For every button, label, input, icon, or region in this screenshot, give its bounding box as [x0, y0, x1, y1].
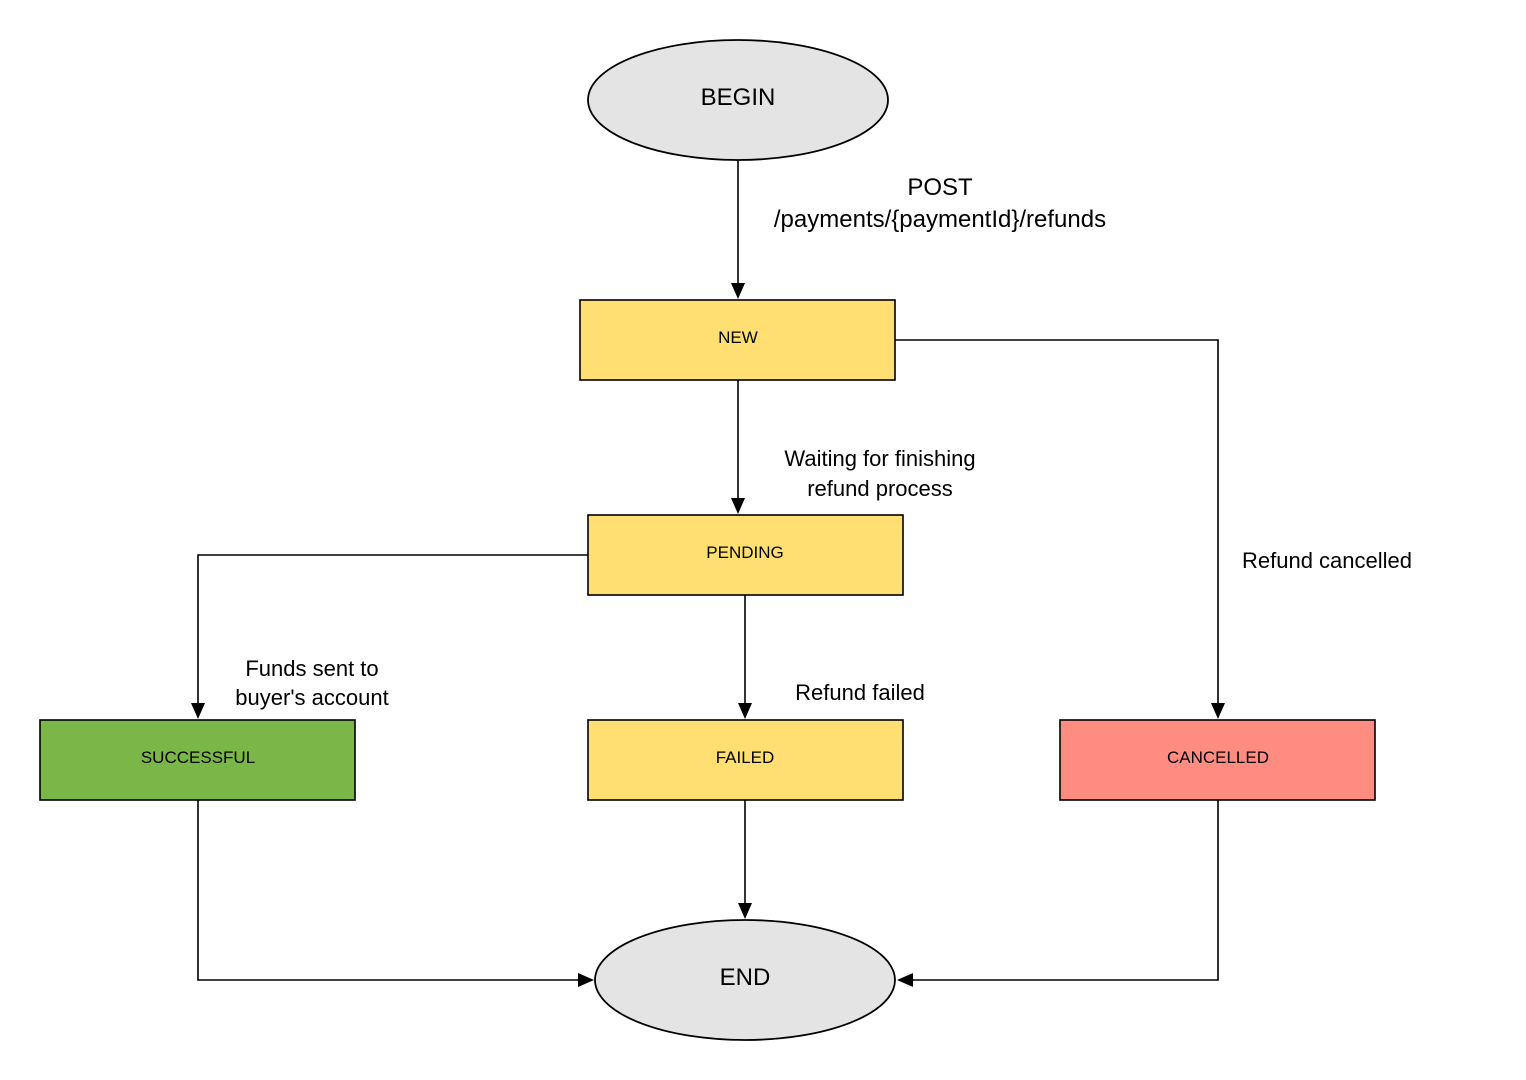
arrowhead-new-top	[731, 283, 745, 299]
node-end: END	[594, 919, 896, 1041]
begin-to-new-label-line2: /payments/{paymentId}/refunds	[774, 206, 1106, 233]
pending-box	[587, 514, 904, 596]
edge-labels: POST /payments/{paymentId}/refunds Waiti…	[235, 174, 1412, 710]
cancelled-box	[1059, 719, 1376, 801]
new-to-cancelled-label: Refund cancelled	[1242, 548, 1412, 573]
node-pending: PENDING	[587, 514, 904, 596]
new-box	[579, 299, 896, 381]
node-new: NEW	[579, 299, 896, 381]
arrowhead-cancelled-top	[1211, 703, 1225, 719]
end-ellipse	[594, 919, 896, 1041]
pending-to-successful-label-line1: Funds sent to	[245, 656, 378, 681]
new-to-pending-label-line1: Waiting for finishing	[784, 446, 975, 471]
arrowhead-end-right	[897, 973, 913, 987]
new-to-pending-label-line2: refund process	[807, 476, 953, 501]
pending-to-successful-label-line2: buyer's account	[235, 685, 388, 710]
arrowhead-successful-top	[191, 703, 205, 719]
pending-to-failed-label: Refund failed	[795, 680, 925, 705]
successful-label: SUCCESSFUL	[141, 748, 255, 767]
edges	[191, 160, 1225, 987]
arrowhead-end-left	[578, 973, 594, 987]
edge-cancelled-to-end	[909, 800, 1219, 981]
edge-successful-to-end	[197, 800, 582, 981]
begin-ellipse	[587, 39, 889, 161]
nodes: BEGIN NEW PENDING SUCCESSFUL FAILED CANC…	[39, 39, 1376, 1041]
node-begin: BEGIN	[587, 39, 889, 161]
new-label: NEW	[718, 328, 758, 347]
cancelled-label: CANCELLED	[1167, 748, 1269, 767]
arrowhead-pending-top	[731, 498, 745, 514]
edge-new-to-cancelled	[895, 339, 1219, 707]
end-label: END	[720, 964, 771, 991]
edge-pending-to-successful	[197, 554, 588, 707]
begin-label: BEGIN	[701, 84, 776, 111]
arrowhead-end-top	[738, 903, 752, 919]
begin-to-new-label-line1: POST	[907, 174, 973, 201]
node-successful: SUCCESSFUL	[39, 719, 356, 801]
failed-box	[587, 719, 904, 801]
pending-label: PENDING	[706, 543, 783, 562]
failed-label: FAILED	[716, 748, 775, 767]
successful-box	[39, 719, 356, 801]
node-failed: FAILED	[587, 719, 904, 801]
node-cancelled: CANCELLED	[1059, 719, 1376, 801]
arrowhead-failed-top	[738, 703, 752, 719]
